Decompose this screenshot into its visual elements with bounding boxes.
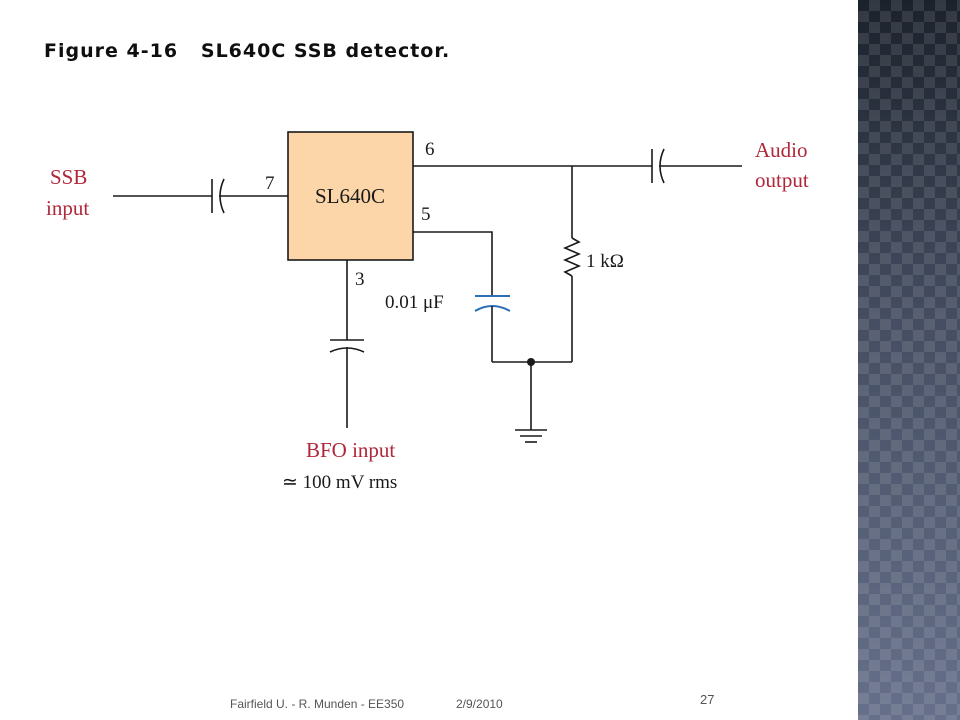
pin-5-label: 5 (421, 204, 431, 225)
pin-7-label: 7 (265, 173, 275, 194)
ssb-input-label-1: SSB (50, 165, 87, 189)
resistor-1k (562, 237, 582, 277)
capacitor-label: 0.01 μF (385, 292, 444, 313)
circuit-diagram: SL640C 6 7 5 3 1 kΩ 0.01 μF SSB input Au… (46, 131, 809, 493)
resistor-label: 1 kΩ (586, 251, 624, 272)
bfo-input-label: BFO input (306, 438, 395, 462)
ssb-input-label-2: input (46, 196, 89, 220)
slide-title: Figure 4-16 SL640C SSB detector. (44, 40, 451, 62)
ic-chip-sl640c (287, 131, 414, 261)
page-number: 27 (700, 692, 715, 707)
footer-author: Fairfield U. - R. Munden - EE350 (230, 697, 405, 711)
chip-label: SL640C (315, 184, 385, 208)
bfo-level-label: ≃ 100 mV rms (282, 472, 397, 493)
decorative-side-panel (858, 0, 960, 720)
pin-3-label: 3 (355, 269, 365, 290)
audio-output-label-1: Audio (755, 138, 808, 162)
pin-6-label: 6 (425, 139, 435, 160)
footer-date: 2/9/2010 (456, 697, 503, 711)
audio-output-label-2: output (755, 168, 809, 192)
ground-symbol (515, 429, 547, 443)
